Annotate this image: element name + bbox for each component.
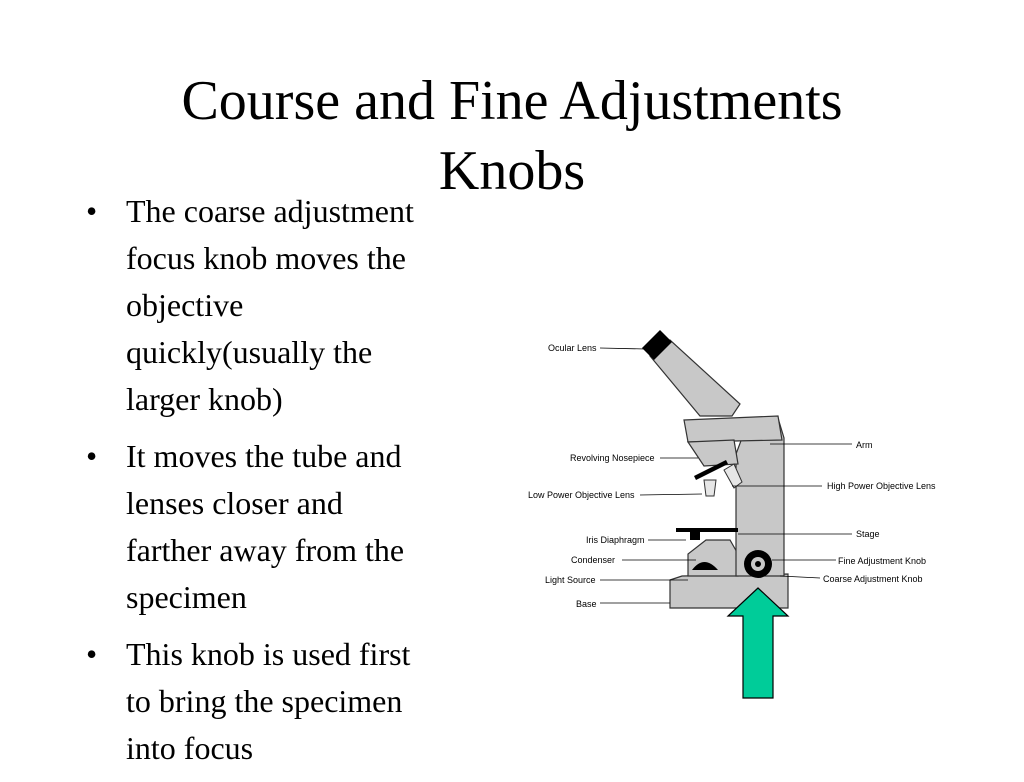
microscope-arm: [735, 417, 785, 577]
bullet-line: focus knob moves the: [126, 240, 406, 276]
label-iris-diaphragm: Iris Diaphragm: [586, 535, 645, 545]
stage-clip: [690, 532, 700, 540]
leader-lines: [599, 347, 852, 604]
light-source-housing: [687, 539, 739, 577]
bullet-list: • The coarse adjustment focus knob moves…: [86, 188, 496, 782]
light-source-lamp: [692, 562, 718, 570]
label-fine-adjustment: Fine Adjustment Knob: [838, 556, 926, 566]
bullet-line: to bring the specimen: [126, 683, 403, 719]
bullet-dot: •: [86, 438, 98, 474]
bullet-item: • This knob is used first to bring the s…: [86, 631, 496, 772]
stage-plate: [676, 528, 738, 532]
bullet-line: into focus: [126, 730, 254, 766]
bullet-line: farther away from the: [126, 532, 405, 568]
nosepiece: [686, 439, 739, 467]
bullet-line: It moves the tube and: [126, 438, 402, 474]
bullet-dot: •: [86, 193, 98, 229]
title-line-1: Course and Fine Adjustments: [181, 70, 843, 132]
label-revolving-nosepiece: Revolving Nosepiece: [570, 453, 655, 463]
pointer-arrow: [726, 587, 790, 699]
bullet-line: This knob is used first: [126, 636, 411, 672]
label-light-source: Light Source: [545, 575, 596, 585]
body-tube: [649, 339, 741, 417]
objective-high: [723, 463, 743, 489]
label-stage: Stage: [856, 529, 880, 539]
label-base: Base: [576, 599, 597, 609]
objective-black: [694, 460, 728, 480]
label-coarse-adjustment: Coarse Adjustment Knob: [823, 574, 923, 584]
label-low-power-objective: Low Power Objective Lens: [528, 490, 635, 500]
bullet-line: quickly(usually the: [126, 334, 373, 370]
bullet-line: lenses closer and: [126, 485, 343, 521]
label-arm: Arm: [856, 440, 873, 450]
bullet-line: The coarse adjustment: [126, 193, 414, 229]
microscope-diagram: Ocular Lens Revolving Nosepiece Low Powe…: [528, 330, 936, 699]
bullet-line: larger knob): [126, 381, 283, 417]
knob-center: [755, 561, 761, 567]
bullet-dot: •: [86, 636, 98, 672]
slide-title: Course and Fine Adjustments Knobs: [0, 66, 1024, 206]
bullet-line: specimen: [126, 579, 247, 615]
label-ocular-lens: Ocular Lens: [548, 343, 597, 353]
ocular-eyepiece: [642, 330, 672, 360]
objective-low: [703, 479, 717, 497]
label-high-power-objective: High Power Objective Lens: [827, 481, 936, 491]
label-condenser: Condenser: [571, 555, 615, 565]
bullet-item: • The coarse adjustment focus knob moves…: [86, 188, 496, 423]
bullet-line: objective: [126, 287, 244, 323]
bullet-item: • It moves the tube and lenses closer an…: [86, 433, 496, 621]
microscope-head: [683, 415, 783, 443]
title-line-2: Knobs: [438, 140, 586, 202]
